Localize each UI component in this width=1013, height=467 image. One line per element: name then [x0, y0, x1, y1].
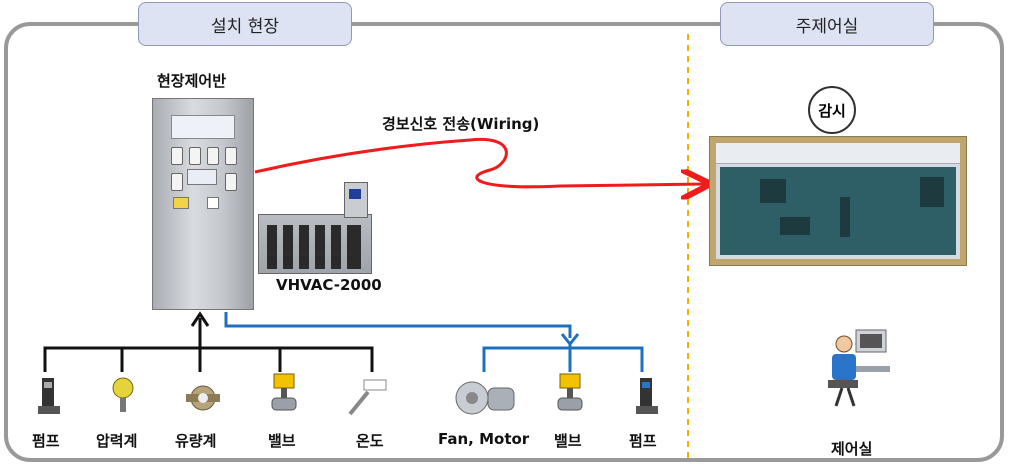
actuator-bus — [482, 344, 644, 372]
scada-screen — [716, 143, 960, 259]
panel-meter — [187, 169, 217, 185]
operator-icon — [822, 326, 892, 410]
monitoring-badge-text: 감시 — [818, 101, 846, 120]
controller-label: VHVAC-2000 — [276, 276, 382, 294]
panel-switch — [225, 147, 237, 165]
actuator-label: 밸브 — [554, 432, 582, 450]
mimic-block — [760, 179, 786, 203]
control-room-tab: 주제어실 — [720, 2, 934, 46]
sensor-label: 펌프 — [32, 432, 60, 450]
sensor-label: 유량계 — [175, 432, 217, 450]
scada-monitor — [709, 136, 967, 266]
operator-illustration — [828, 329, 890, 407]
signal-label: 경보신호 전송(Wiring) — [382, 115, 540, 133]
vhvac-controller — [258, 214, 372, 274]
panel-switch — [171, 173, 183, 191]
panel-label: 현장제어반 — [157, 72, 227, 90]
panel-label-plate — [173, 197, 189, 209]
panel-switch — [189, 147, 201, 165]
site-tab: 설치 현장 — [138, 2, 352, 46]
controller-display — [344, 182, 368, 218]
controller-module — [267, 225, 277, 269]
pressure-gauge-icon — [108, 376, 138, 420]
sensor-label: 밸브 — [268, 432, 296, 450]
controller-module — [347, 225, 361, 269]
controller-module — [315, 225, 325, 269]
control-line — [224, 312, 572, 338]
controller-module — [299, 225, 309, 269]
diagram-frame — [4, 22, 1004, 462]
actuator-label: 펌프 — [629, 432, 657, 450]
controller-module — [283, 225, 293, 269]
signal-wire — [254, 137, 705, 186]
mimic-block — [780, 217, 810, 235]
panel-switch — [225, 173, 237, 191]
pump-icon — [34, 376, 62, 420]
sensor-uplink-arrow — [190, 311, 210, 327]
sensor-label: 압력계 — [96, 432, 138, 450]
panel-display — [171, 115, 235, 139]
mimic-block — [840, 197, 850, 237]
field-control-panel — [152, 98, 254, 310]
actuator-label: Fan, Motor — [438, 430, 530, 448]
scada-toolbar — [716, 143, 960, 164]
thermometer-icon — [344, 378, 388, 422]
valve-icon — [556, 372, 584, 420]
controller-module — [331, 225, 341, 269]
sensor-label: 온도 — [356, 432, 384, 450]
fan-motor-icon — [454, 376, 518, 424]
valve-icon — [270, 372, 298, 420]
mimic-block — [920, 177, 944, 207]
controller-screen — [349, 189, 361, 199]
sensor-bus — [43, 346, 374, 372]
control-room-label: 제어실 — [831, 440, 873, 458]
panel-switch — [171, 147, 183, 165]
panel-label-plate — [207, 197, 219, 209]
panel-switch — [207, 147, 219, 165]
monitoring-badge: 감시 — [808, 86, 856, 134]
flow-meter-icon — [186, 380, 220, 420]
pump-icon — [632, 376, 660, 420]
scada-mimic — [720, 167, 956, 255]
